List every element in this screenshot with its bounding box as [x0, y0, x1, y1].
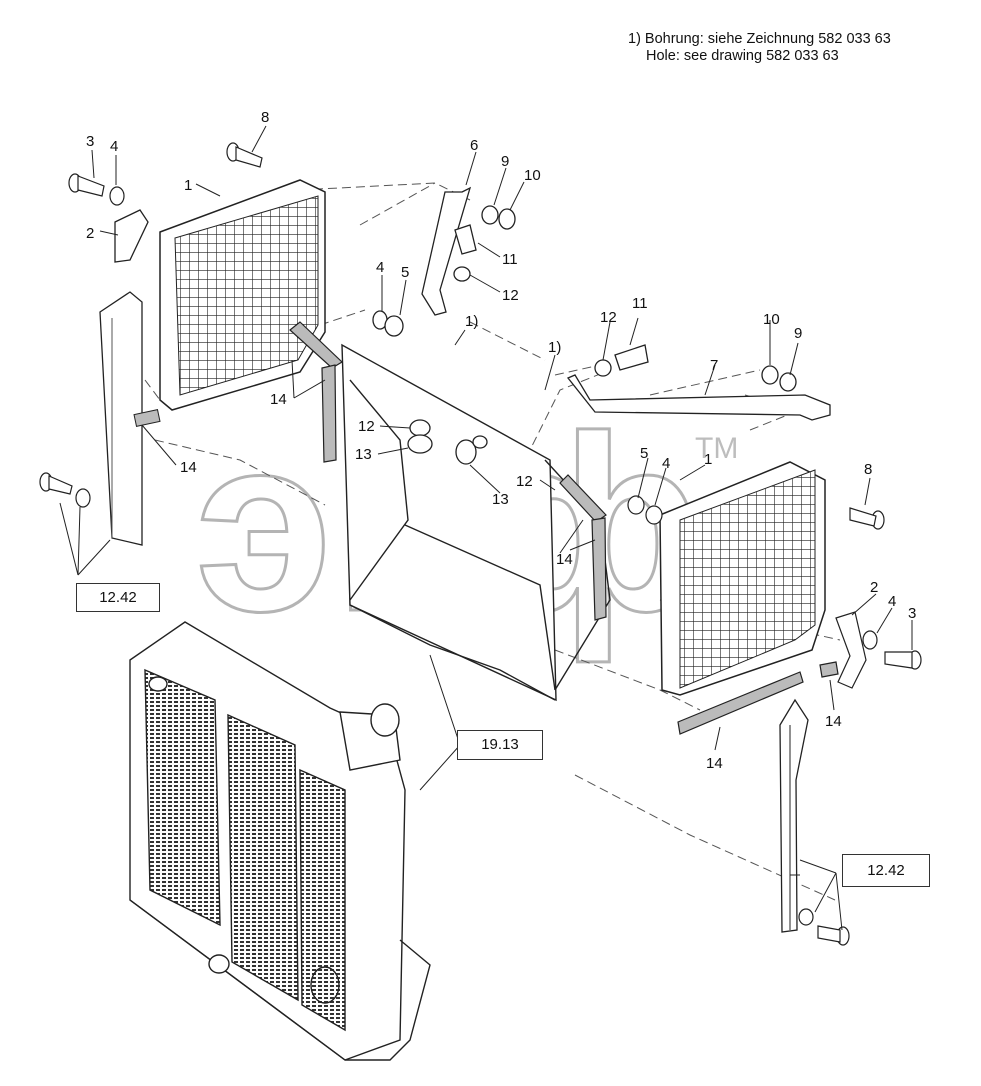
callout-note-1b: 1) — [548, 339, 561, 356]
callout-2a: 2 — [86, 225, 94, 242]
right-side-seal — [779, 698, 809, 933]
callout-note-1a: 1) — [465, 313, 478, 330]
callout-12b: 12 — [358, 418, 375, 435]
callout-4a: 4 — [110, 138, 118, 155]
left-bracket — [114, 209, 149, 263]
note-line-1: 1) Bohrung: siehe Zeichnung 582 033 63 — [628, 31, 891, 47]
callout-10a: 10 — [524, 167, 541, 184]
foam-strips-left — [289, 321, 343, 463]
callout-13a: 13 — [355, 446, 372, 463]
callout-5a: 5 — [401, 264, 409, 281]
left-mesh-guard — [159, 179, 326, 411]
radiator — [129, 621, 431, 1061]
ref-box-12-42-right[interactable]: 12.42 — [842, 854, 930, 887]
center-panel — [341, 343, 611, 702]
callout-1a: 1 — [184, 177, 192, 194]
callout-3a: 3 — [86, 133, 94, 150]
callout-8b: 8 — [864, 461, 872, 478]
callout-14c: 14 — [556, 551, 573, 568]
left-side-seal — [99, 291, 161, 546]
bracket-6 — [372, 186, 516, 337]
note-line-2: Hole: see drawing 582 033 63 — [646, 48, 839, 64]
callout-4b: 4 — [376, 259, 384, 276]
callout-14a: 14 — [270, 391, 287, 408]
right-small-parts — [627, 495, 922, 946]
leader-lines — [59, 125, 913, 931]
callout-11b: 11 — [632, 295, 648, 312]
ref-box-19-13[interactable]: 19.13 — [457, 730, 543, 760]
left-bolts — [39, 142, 263, 508]
callout-2b: 2 — [870, 579, 878, 596]
callout-13b: 13 — [492, 491, 509, 508]
callout-6: 6 — [470, 137, 478, 154]
callout-3b: 3 — [908, 605, 916, 622]
callout-12a: 12 — [502, 287, 519, 304]
callout-12d: 12 — [600, 309, 617, 326]
center-panel-grommets — [407, 419, 488, 465]
bracket-7 — [566, 344, 831, 421]
callout-12c: 12 — [516, 473, 533, 490]
callout-9b: 9 — [794, 325, 802, 342]
callout-4c: 4 — [662, 455, 670, 472]
callout-5b: 5 — [640, 445, 648, 462]
callout-10b: 10 — [763, 311, 780, 328]
callout-8a: 8 — [261, 109, 269, 126]
callout-11a: 11 — [502, 251, 518, 268]
callout-1b: 1 — [704, 451, 712, 468]
callout-14e: 14 — [706, 755, 723, 772]
callout-14d: 14 — [825, 713, 842, 730]
ref-box-12-42-left[interactable]: 12.42 — [76, 583, 160, 612]
foam-strips-right-panel — [559, 474, 607, 621]
callout-labels: 3 4 8 1 2 6 9 10 11 12 4 5 14 14 1) 1) 1… — [86, 109, 916, 772]
callout-14b: 14 — [180, 459, 197, 476]
callout-7: 7 — [710, 357, 718, 374]
right-mesh-guard — [659, 461, 826, 696]
watermark-tm: TM — [695, 432, 738, 465]
foam-strips-right — [677, 661, 839, 735]
callout-4d: 4 — [888, 593, 896, 610]
callout-9a: 9 — [501, 153, 509, 170]
